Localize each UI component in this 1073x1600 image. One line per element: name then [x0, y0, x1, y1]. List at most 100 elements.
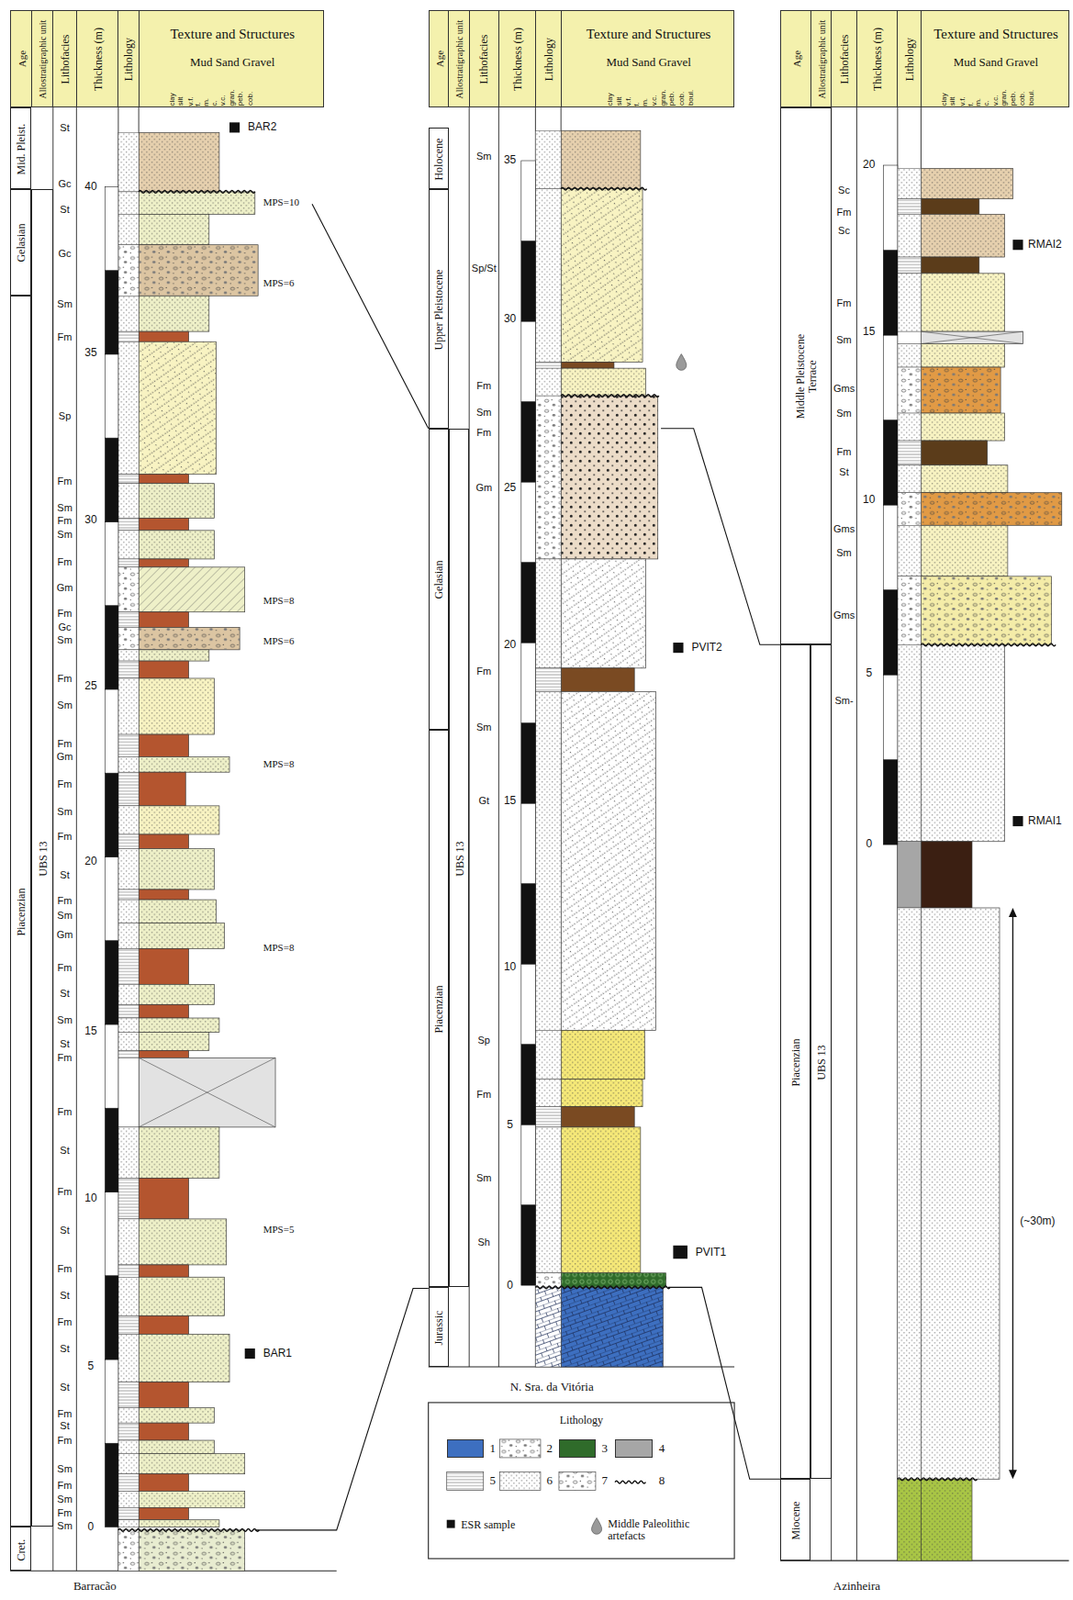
thickness-note: (~30m): [1019, 1215, 1055, 1228]
column-heading: Allostratigraphic unit: [38, 19, 49, 99]
lithofacies-code: Sp: [58, 410, 71, 422]
bed: [138, 1453, 246, 1474]
lithology-pattern: [897, 343, 922, 368]
legend-swatch: [447, 1520, 456, 1529]
lithology-cell: [118, 1032, 139, 1051]
sample-id: BAR1: [263, 1347, 292, 1360]
bed-pattern: [138, 530, 214, 559]
legend-swatch: [499, 1439, 540, 1458]
thickness-bar: [521, 402, 537, 483]
lithology-pattern: [535, 691, 561, 1030]
lithology-cell: [118, 1422, 139, 1441]
grain-size-tick: silt: [615, 97, 625, 107]
lithology-pattern: [118, 191, 139, 214]
grain-size-tick: peb.: [237, 91, 246, 107]
header-divider: [896, 11, 898, 107]
column-heading: Age: [16, 50, 28, 68]
bed: [138, 660, 189, 679]
bed: [560, 1079, 643, 1107]
bed-pattern: [138, 245, 258, 297]
bed: [560, 1127, 641, 1274]
lithology-cell: [118, 923, 139, 950]
bed: [560, 558, 646, 669]
bed-pattern: [138, 1017, 220, 1033]
lithology-pattern: [535, 368, 561, 396]
age-band: Mid. Pleist.: [10, 107, 32, 190]
lithofacies-code: Fm: [57, 894, 73, 906]
lithology-pattern: [535, 1106, 561, 1128]
lithology-pattern: [118, 660, 139, 679]
lithology-pattern: [897, 465, 922, 493]
correlation-line: [668, 1286, 781, 1479]
lithofacies-code: Sm: [56, 805, 73, 817]
age-band: Piacenzian: [780, 644, 811, 1479]
bed: [920, 167, 1013, 199]
bed-pattern: [920, 213, 1005, 258]
legend-text: 6: [547, 1474, 554, 1487]
lithofacies-code: Sc: [838, 224, 850, 236]
bed-pattern: [920, 1478, 973, 1561]
bed-pattern: [138, 923, 224, 950]
grain-size-heading: Mud Sand Gravel: [190, 55, 275, 69]
logs-group: [10, 107, 1069, 1572]
thickness-number: 40: [84, 180, 97, 193]
thickness-bar: [521, 1044, 537, 1126]
esr-sample-marker: [672, 642, 683, 653]
lithology-pattern: [118, 626, 139, 649]
lithology-pattern: [118, 1507, 139, 1520]
lithology-cell: [118, 1315, 139, 1334]
age-band: Gelasian: [10, 189, 32, 297]
lithofacies-code: Fm: [57, 1507, 73, 1519]
lithology-cell: [118, 1474, 139, 1492]
bed-pattern: [560, 189, 643, 363]
column-heading: Lithology: [904, 37, 917, 81]
lithology-cell: [535, 368, 561, 396]
bed-pattern: [560, 1127, 641, 1274]
header-divider: [76, 11, 78, 107]
bed: [560, 1106, 635, 1128]
bed: [920, 576, 1051, 645]
age-band: UBS 13: [448, 428, 470, 1288]
column-heading: Allostratigraphic unit: [816, 19, 828, 99]
bed: [138, 1017, 220, 1033]
bed: [138, 530, 214, 559]
lithology-cell: [118, 734, 139, 757]
lithology-cell: [118, 530, 139, 559]
thickness-number: 20: [84, 855, 97, 868]
grain-size-tick: gran.: [659, 89, 669, 106]
bed: [138, 483, 214, 519]
bed: [138, 1474, 189, 1492]
lithofacies-code: Fm: [837, 446, 852, 458]
lithology-pattern: [897, 644, 922, 841]
bed-pattern: [138, 341, 216, 474]
lithology-pattern: [897, 440, 922, 466]
thickness-bar: [882, 674, 898, 761]
erosion-surface: [118, 1528, 259, 1532]
lithology-pattern: [118, 834, 139, 850]
lithology-pattern: [535, 1286, 561, 1367]
thickness-number: 20: [503, 638, 516, 651]
legend-text: 3: [602, 1441, 609, 1455]
thickness-bar: [882, 165, 898, 251]
thickness-bar: [104, 354, 118, 438]
grain-size-tick: peb.: [1009, 91, 1018, 107]
lithology-cell: [118, 1177, 139, 1219]
thickness-bar: [521, 883, 537, 965]
grain-size-tick: m.: [202, 98, 212, 107]
lithology-pattern: [118, 734, 139, 757]
bed: [138, 983, 214, 1005]
lithology-cell: [897, 492, 922, 526]
sample-id: RMAI2: [1028, 238, 1062, 251]
erosion-surface: [535, 1285, 671, 1289]
lithology-pattern: [118, 295, 139, 332]
bed-pattern: [138, 567, 246, 613]
thickness-bar: [104, 186, 118, 270]
grain-size-tick: silt: [949, 97, 958, 107]
lithology-pattern: [118, 1520, 139, 1528]
lithofacies-code: Fm: [837, 206, 852, 218]
age-band: Jurassic: [428, 1286, 449, 1367]
bed-pattern: [138, 849, 214, 890]
lithology-cell: [118, 983, 139, 1005]
lithology-pattern: [118, 771, 139, 806]
lithology-cell: [118, 1507, 139, 1520]
